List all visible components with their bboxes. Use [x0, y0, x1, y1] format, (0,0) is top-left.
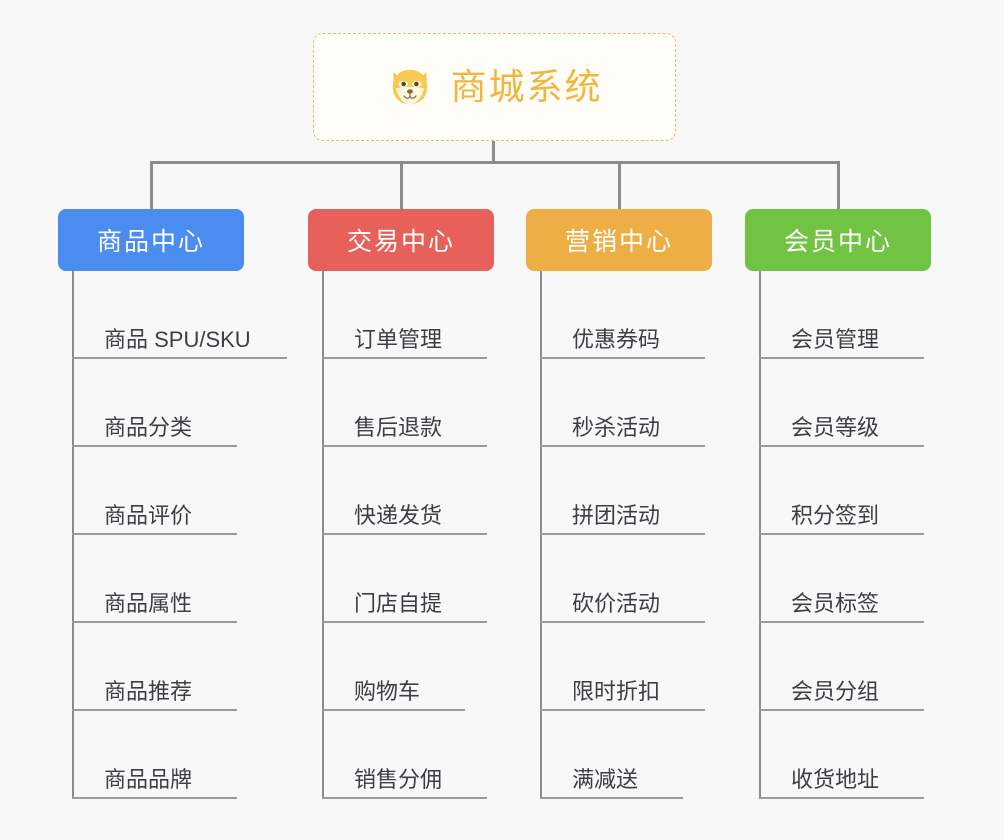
leaf-item[interactable]: 优惠券码	[540, 271, 755, 359]
leaf-list-marketing-center: 优惠券码 秒杀活动 拼团活动 砍价活动 限时折扣 满减送	[540, 271, 755, 799]
leaf-label: 收货地址	[791, 766, 880, 792]
leaf-label: 快递发货	[354, 502, 443, 528]
connector-horizontal-bus	[150, 161, 840, 164]
leaf-item[interactable]: 门店自提	[322, 535, 537, 623]
leaf-item[interactable]: 商品 SPU/SKU	[72, 271, 287, 359]
leaf-item[interactable]: 商品品牌	[72, 711, 287, 799]
leaf-label: 商品推荐	[104, 678, 193, 704]
leaf-item[interactable]: 会员等级	[759, 359, 974, 447]
leaf-item[interactable]: 会员分组	[759, 623, 974, 711]
leaf-label: 满减送	[572, 766, 639, 792]
leaf-label: 砍价活动	[572, 590, 661, 616]
leaf-label: 会员管理	[791, 326, 880, 352]
leaf-label: 会员标签	[791, 590, 880, 616]
leaf-label: 秒杀活动	[572, 414, 661, 440]
leaf-item[interactable]: 售后退款	[322, 359, 537, 447]
leaf-item[interactable]: 销售分佣	[322, 711, 537, 799]
leaf-list-member-center: 会员管理 会员等级 积分签到 会员标签 会员分组 收货地址	[759, 271, 974, 799]
leaf-label: 积分签到	[791, 502, 880, 528]
leaf-item[interactable]: 快递发货	[322, 447, 537, 535]
connector-root-stem	[492, 141, 495, 163]
leaf-item[interactable]: 商品分类	[72, 359, 287, 447]
shiba-dog-face-icon	[393, 69, 428, 105]
leaf-list-trade-center: 订单管理 售后退款 快递发货 门店自提 购物车 销售分佣	[322, 271, 537, 799]
leaf-label: 售后退款	[354, 414, 443, 440]
leaf-list-product-center: 商品 SPU/SKU 商品分类 商品评价 商品属性 商品推荐 商品品牌	[72, 271, 287, 799]
connector-drop-product-center	[150, 161, 153, 210]
leaf-label: 限时折扣	[572, 678, 661, 704]
leaf-item[interactable]: 商品属性	[72, 535, 287, 623]
leaf-label: 门店自提	[354, 590, 443, 616]
leaf-item[interactable]: 砍价活动	[540, 535, 755, 623]
branch-product-center: 商品中心 商品 SPU/SKU 商品分类 商品评价 商品属性 商品推荐 商品品牌	[58, 209, 287, 799]
leaf-item[interactable]: 订单管理	[322, 271, 537, 359]
leaf-item[interactable]: 满减送	[540, 711, 755, 799]
leaf-item[interactable]: 限时折扣	[540, 623, 755, 711]
branch-trade-center: 交易中心 订单管理 售后退款 快递发货 门店自提 购物车 销售分佣	[308, 209, 537, 799]
leaf-item[interactable]: 商品推荐	[72, 623, 287, 711]
leaf-item[interactable]: 会员标签	[759, 535, 974, 623]
leaf-label: 商品属性	[104, 590, 193, 616]
branch-header-product-center[interactable]: 商品中心	[58, 209, 244, 271]
branch-header-trade-center[interactable]: 交易中心	[308, 209, 494, 271]
leaf-item[interactable]: 购物车	[322, 623, 537, 711]
root-node[interactable]: 商城系统	[313, 33, 676, 141]
leaf-label: 优惠券码	[572, 326, 661, 352]
leaf-label: 会员分组	[791, 678, 880, 704]
leaf-label: 购物车	[354, 678, 421, 704]
branch-header-member-center[interactable]: 会员中心	[745, 209, 931, 271]
leaf-label: 商品分类	[104, 414, 193, 440]
leaf-label: 商品品牌	[104, 766, 193, 792]
leaf-item[interactable]: 秒杀活动	[540, 359, 755, 447]
leaf-label: 订单管理	[354, 326, 443, 352]
branch-header-marketing-center[interactable]: 营销中心	[526, 209, 712, 271]
connector-drop-member-center	[837, 161, 840, 210]
leaf-item[interactable]: 会员管理	[759, 271, 974, 359]
connector-drop-marketing-center	[618, 161, 621, 210]
leaf-label: 商品评价	[104, 502, 193, 528]
leaf-label: 销售分佣	[354, 766, 443, 792]
leaf-label: 会员等级	[791, 414, 880, 440]
leaf-label: 商品 SPU/SKU	[104, 326, 251, 352]
leaf-label: 拼团活动	[572, 502, 661, 528]
connector-drop-trade-center	[400, 161, 403, 210]
leaf-item[interactable]: 商品评价	[72, 447, 287, 535]
branch-marketing-center: 营销中心 优惠券码 秒杀活动 拼团活动 砍价活动 限时折扣 满减送	[526, 209, 755, 799]
root-title: 商城系统	[450, 66, 603, 107]
branch-member-center: 会员中心 会员管理 会员等级 积分签到 会员标签 会员分组 收货地址	[745, 209, 974, 799]
leaf-item[interactable]: 收货地址	[759, 711, 974, 799]
leaf-item[interactable]: 积分签到	[759, 447, 974, 535]
leaf-item[interactable]: 拼团活动	[540, 447, 755, 535]
